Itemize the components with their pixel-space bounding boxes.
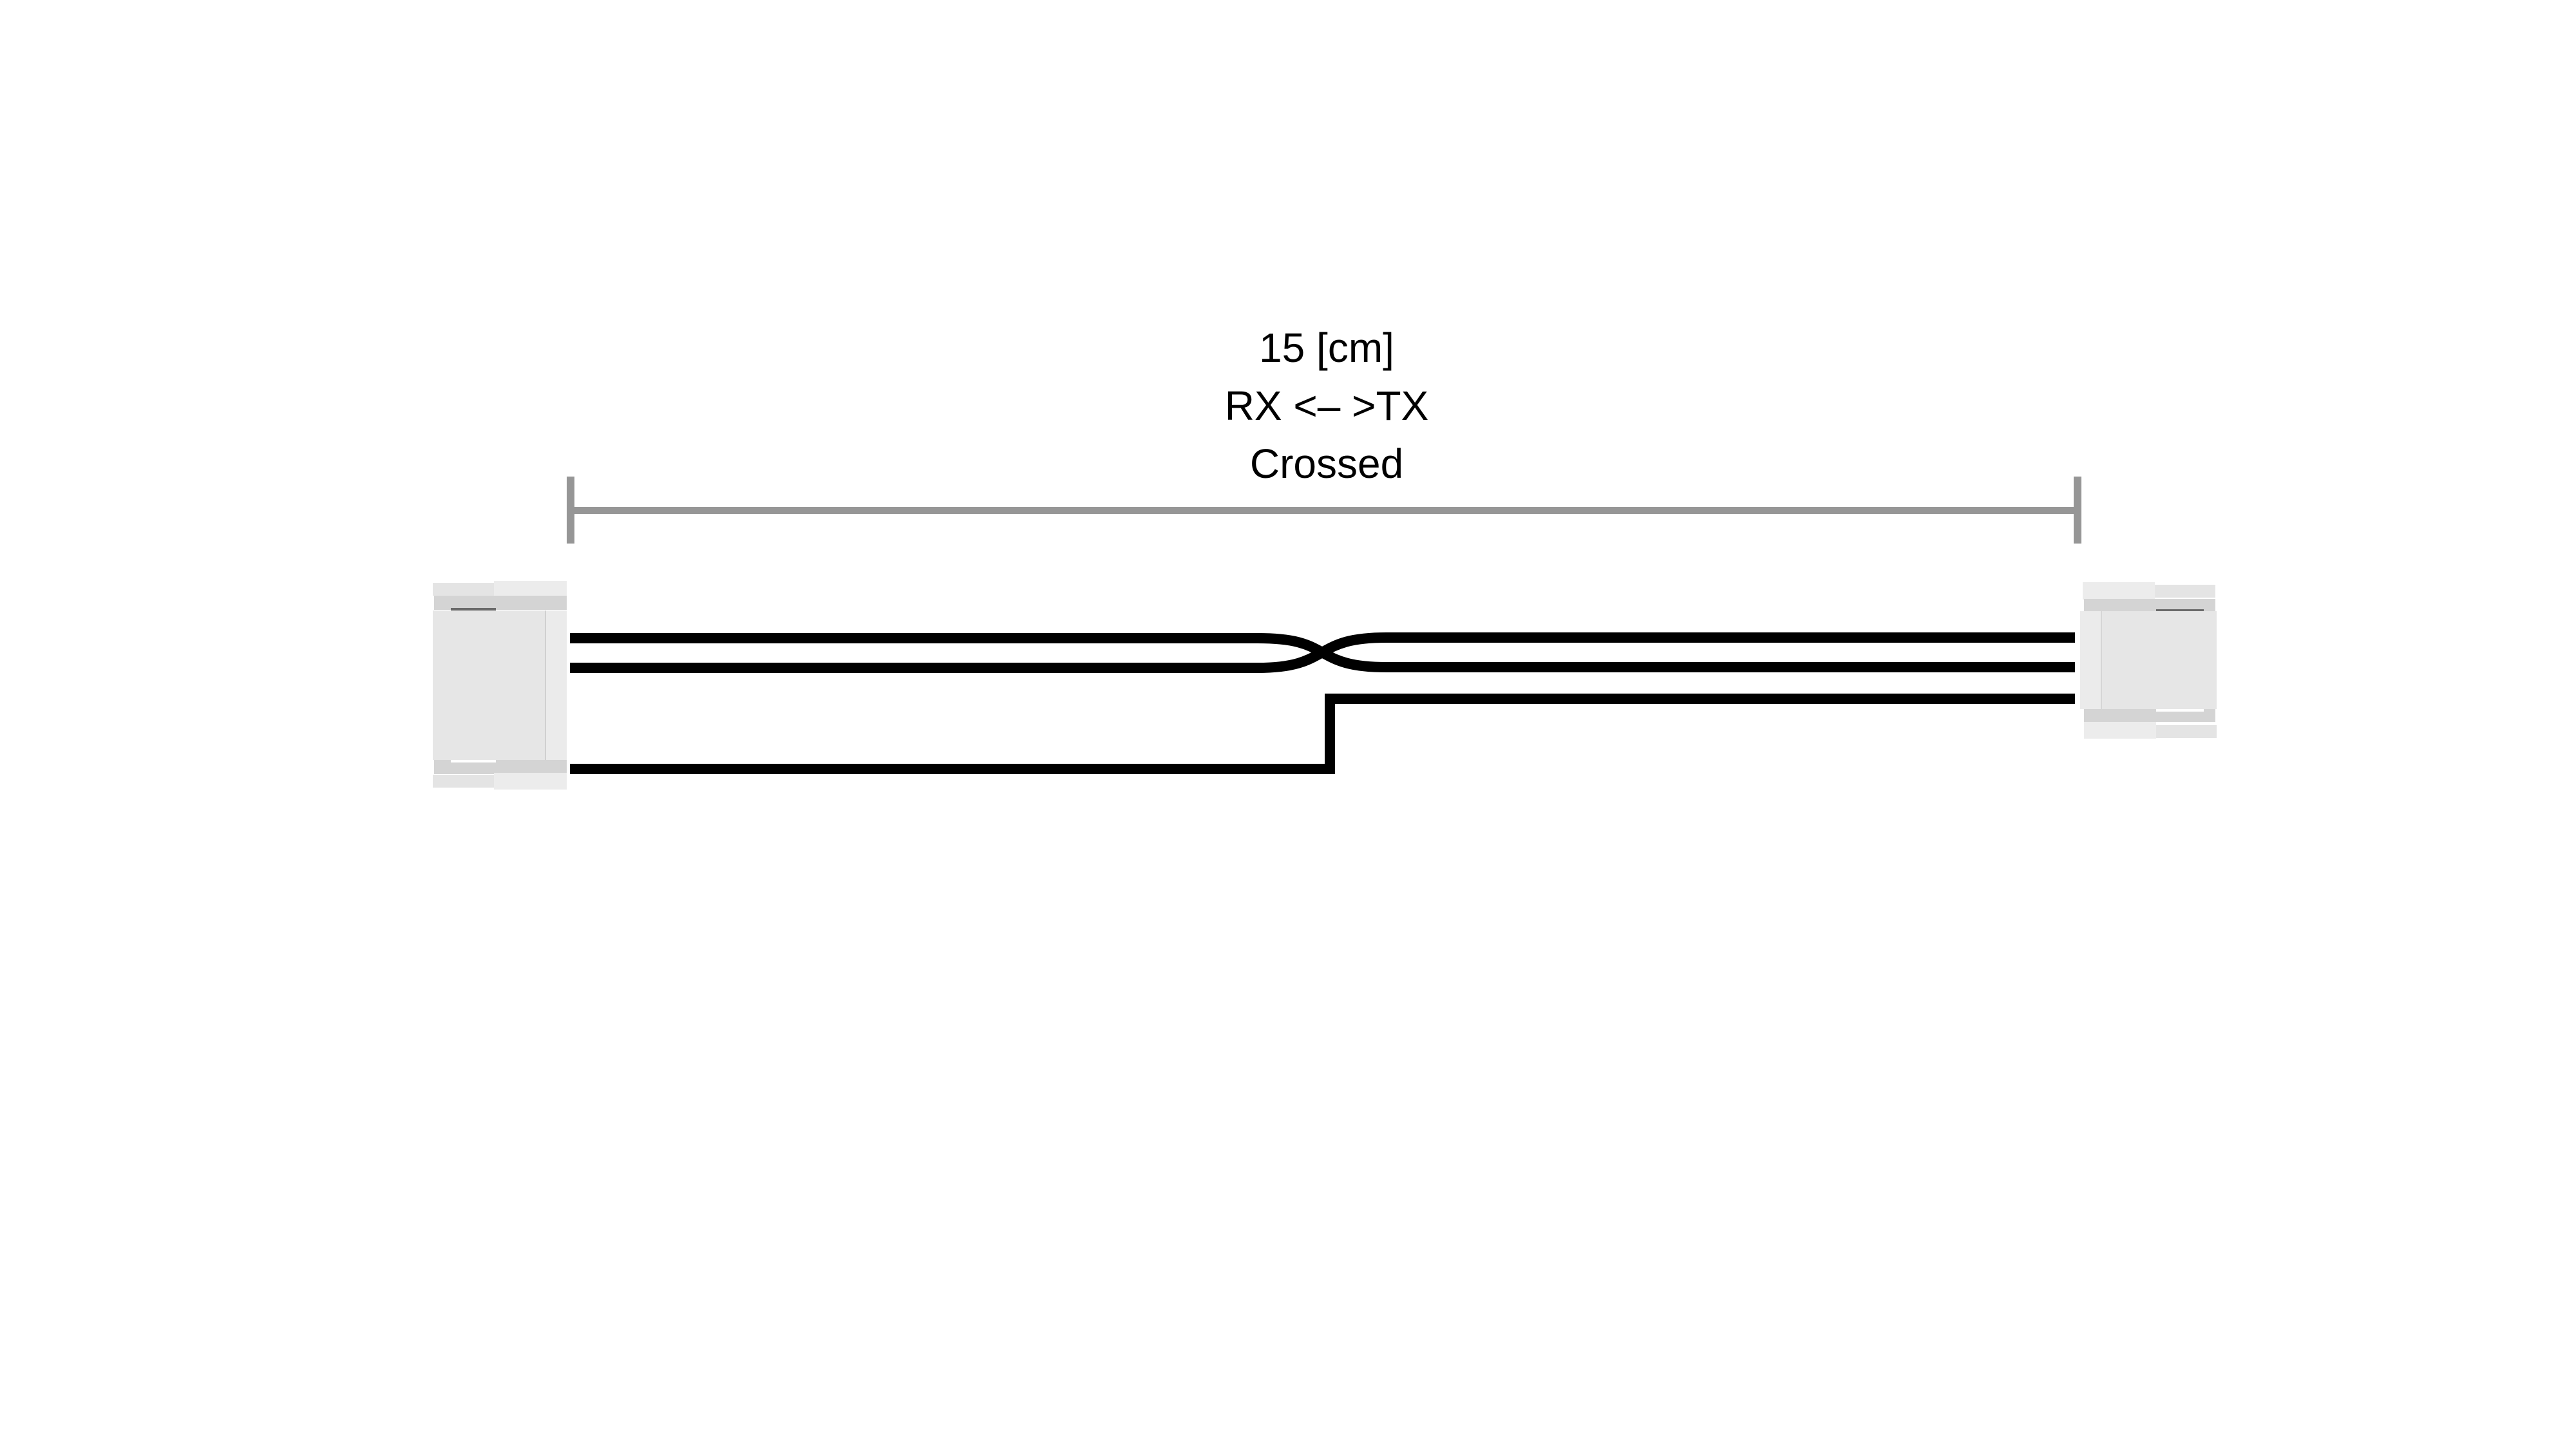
- dimension-tick-right: [2074, 477, 2081, 544]
- signal-label: RX <– >TX: [1224, 383, 1429, 429]
- dimension-line: [567, 477, 2081, 544]
- wire-2: [570, 632, 2075, 673]
- wires: [570, 632, 2075, 774]
- cable-label: 15 [cm] RX <– >TX Crossed: [1069, 319, 1584, 493]
- length-label: 15 [cm]: [1259, 325, 1394, 371]
- left-connector: [433, 581, 567, 790]
- dimension-bar: [571, 507, 2078, 514]
- right-connector: [2080, 582, 2217, 739]
- wire-3: [570, 694, 2075, 774]
- mode-label: Crossed: [1249, 440, 1404, 487]
